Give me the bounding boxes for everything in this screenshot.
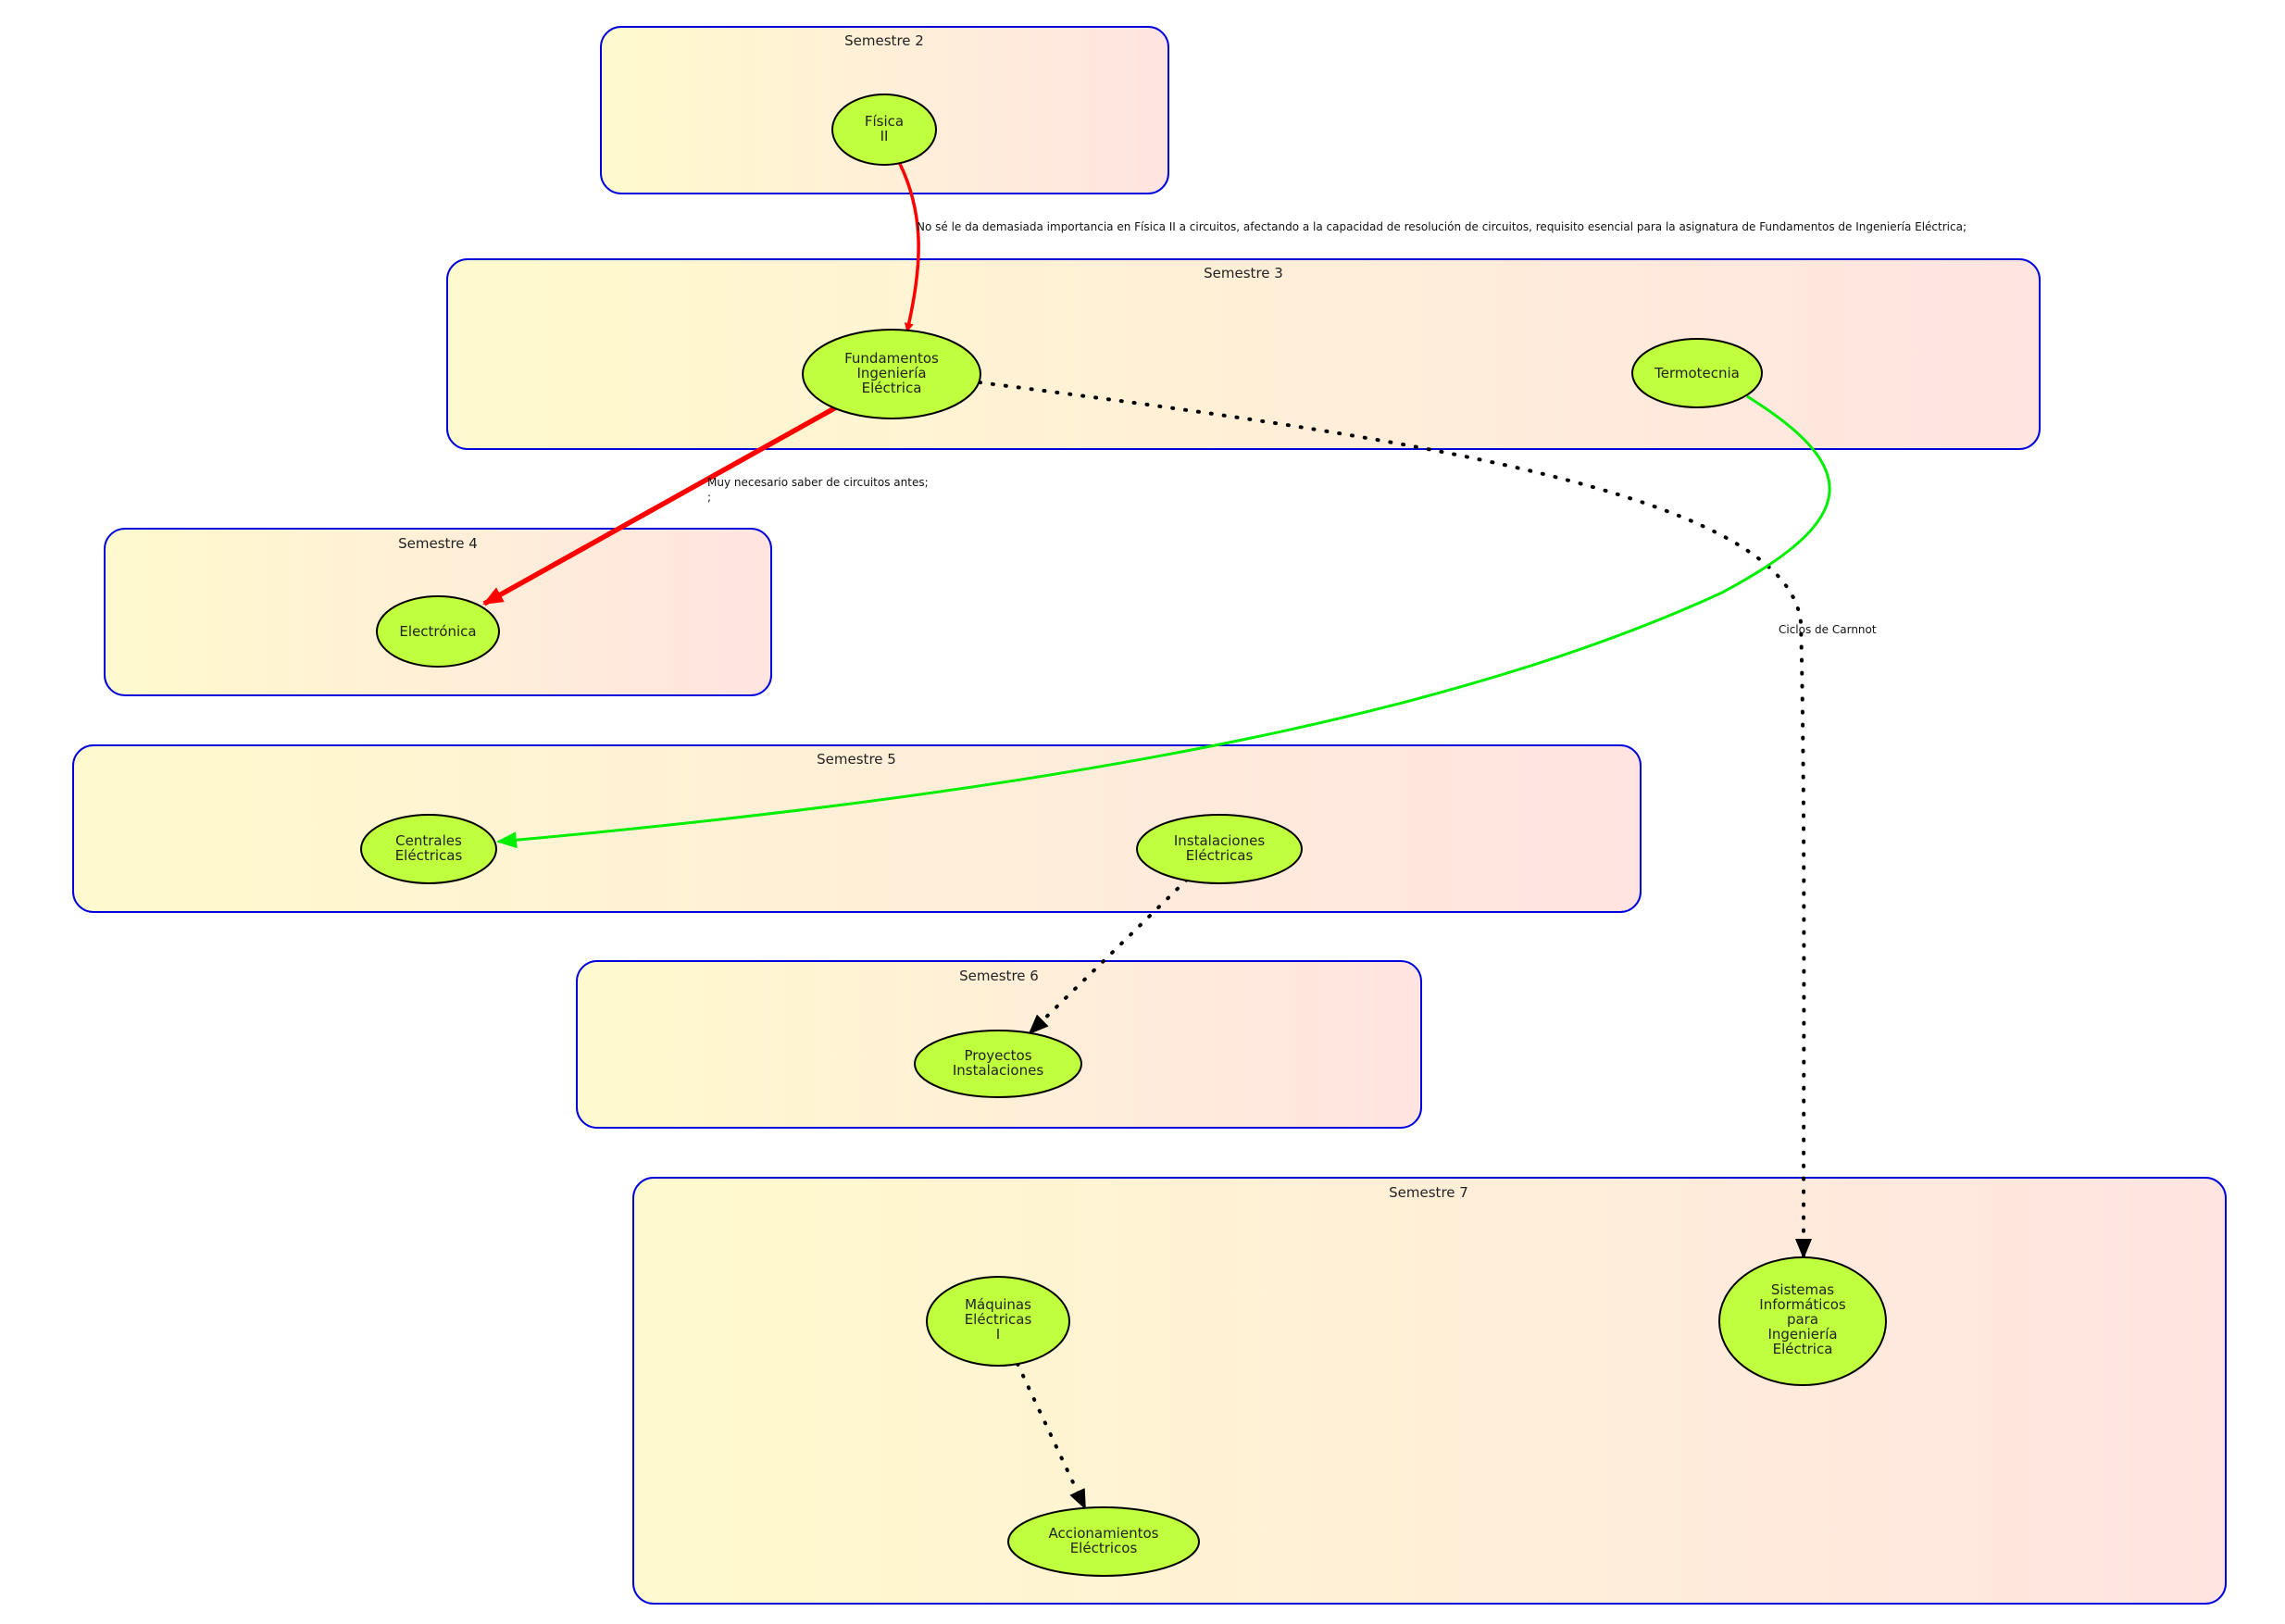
node-label: Centrales: [395, 832, 462, 849]
edge-fie-electronica: Muy necesario saber de circuitos antes; …: [482, 405, 929, 606]
node-sistemas-informaticos[interactable]: Sistemas Informáticos para Ingeniería El…: [1718, 1256, 1887, 1386]
edge-maquinas-accionamientos: [1016, 1362, 1087, 1510]
node-electronica[interactable]: Electrónica: [376, 595, 500, 668]
node-fundamentos-ingenieria-electrica[interactable]: Fundamentos Ingeniería Eléctrica: [802, 329, 981, 419]
cluster-label: Semestre 4: [398, 535, 478, 552]
edge-termo-centrales: [496, 394, 1831, 849]
node-label: Eléctrica: [1773, 1341, 1833, 1357]
node-label: II: [880, 128, 889, 144]
node-label: Eléctricos: [1070, 1540, 1138, 1556]
node-accionamientos-electricos[interactable]: Accionamientos Eléctricos: [1007, 1506, 1200, 1577]
cluster-label: Semestre 5: [817, 751, 896, 768]
cluster-label: Semestre 2: [844, 32, 924, 49]
edge-label: ;: [707, 491, 711, 504]
cluster-label: Semestre 7: [1389, 1184, 1468, 1201]
node-label: Eléctricas: [1186, 847, 1254, 864]
edge-fisica2-fie: No sé le da demasiada importancia en Fís…: [898, 163, 1967, 332]
node-label: Física: [865, 113, 904, 130]
node-label: Fundamentos: [844, 350, 939, 367]
node-label: Sistemas: [1771, 1281, 1834, 1298]
node-termotecnia[interactable]: Termotecnia: [1631, 338, 1763, 408]
node-label: Ingeniería: [1767, 1326, 1837, 1343]
node-label: Instalaciones: [953, 1062, 1044, 1079]
edge-fie-sistemas: Ciclos de Carnnot: [978, 381, 1877, 1259]
cluster-semestre-3: Semestre 3: [446, 258, 2041, 450]
node-label: Informáticos: [1759, 1296, 1846, 1313]
node-label: Termotecnia: [1654, 365, 1740, 381]
edge-label: Ciclos de Carnnot: [1779, 623, 1877, 636]
node-centrales-electricas[interactable]: Centrales Eléctricas: [360, 814, 497, 884]
node-label: Accionamientos: [1049, 1525, 1159, 1542]
node-instalaciones-electricas[interactable]: Instalaciones Eléctricas: [1136, 814, 1303, 884]
node-label: Máquinas: [965, 1296, 1031, 1313]
node-label: Instalaciones: [1174, 832, 1266, 849]
node-label: Proyectos: [964, 1047, 1031, 1064]
cluster-semestre-5: Semestre 5: [72, 744, 1642, 913]
node-label: Eléctricas: [965, 1311, 1032, 1328]
edge-label: No sé le da demasiada importancia en Fís…: [917, 220, 1967, 233]
node-label: Ingeniería: [856, 365, 926, 381]
cluster-label: Semestre 3: [1204, 265, 1283, 281]
cluster-semestre-7: Semestre 7: [632, 1177, 2227, 1605]
node-label: Eléctricas: [395, 847, 463, 864]
node-maquinas-electricas-i[interactable]: Máquinas Eléctricas I: [926, 1276, 1070, 1367]
edge-instalaciones-proyectos: [1028, 878, 1189, 1035]
cluster-label: Semestre 6: [959, 968, 1039, 984]
node-label: Eléctrica: [862, 380, 922, 396]
node-label: Electrónica: [399, 623, 476, 640]
node-proyectos-instalaciones[interactable]: Proyectos Instalaciones: [914, 1030, 1082, 1098]
node-fisica-ii[interactable]: Física II: [831, 94, 937, 166]
node-label: I: [996, 1326, 1000, 1343]
edge-label: Muy necesario saber de circuitos antes;: [707, 476, 929, 489]
node-label: para: [1787, 1311, 1818, 1328]
